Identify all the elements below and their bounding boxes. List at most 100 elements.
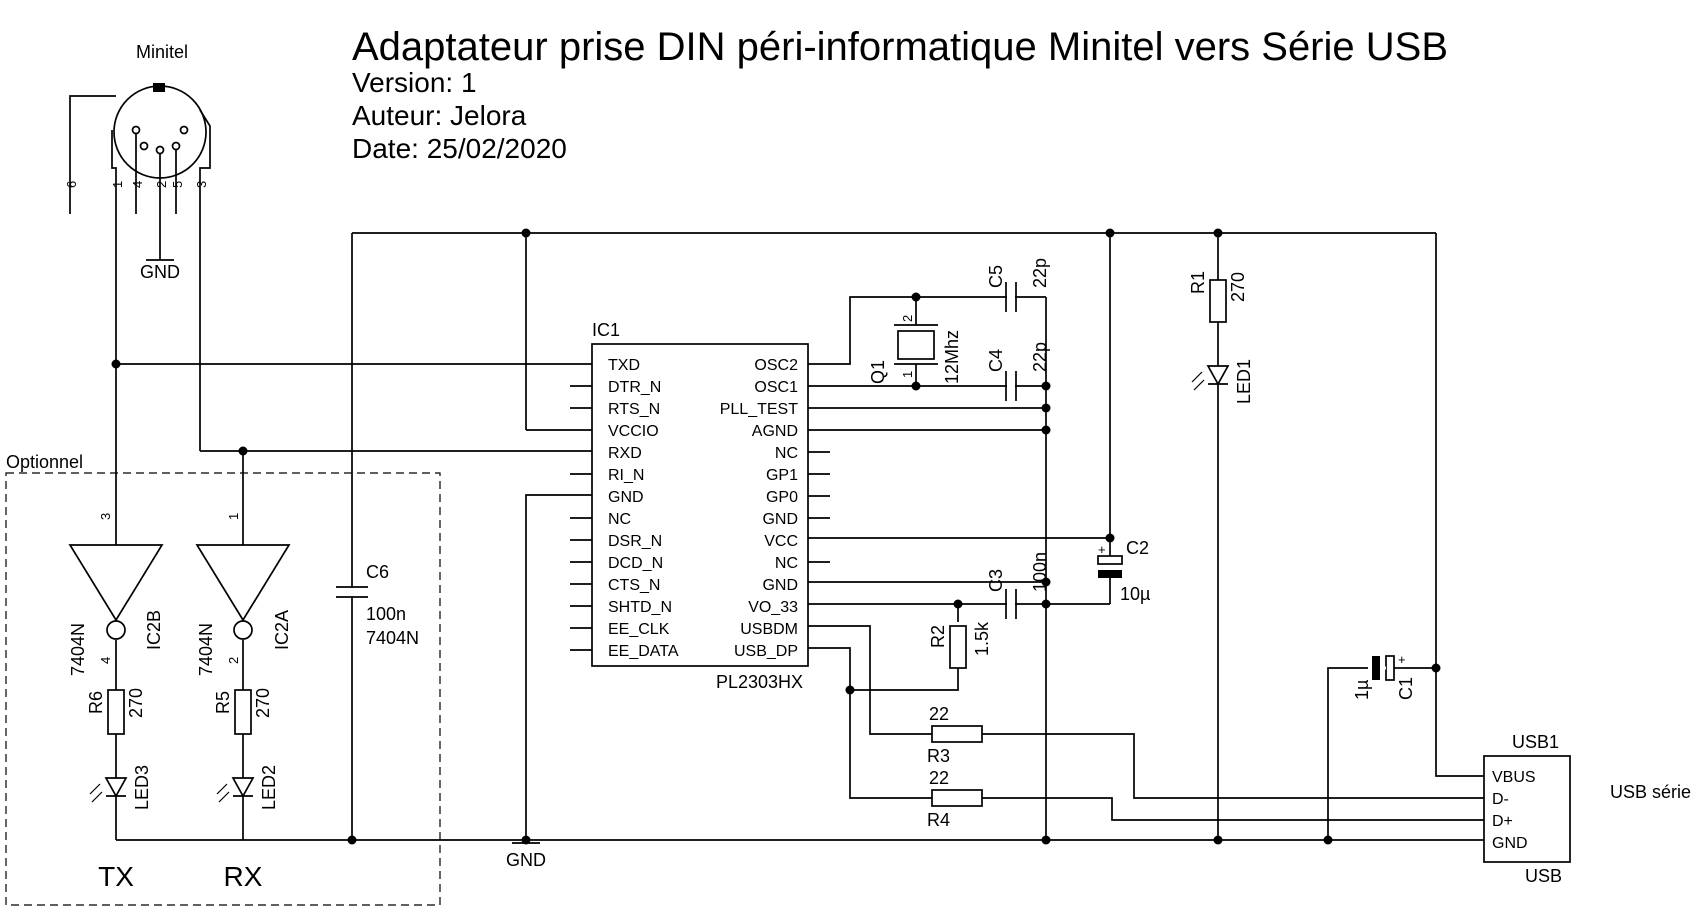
inverter-ic2b: 3 4 7404N IC2B <box>68 513 164 676</box>
junction-dot <box>1323 835 1333 845</box>
c1-plus: + <box>1398 652 1406 667</box>
r6-value: 270 <box>126 688 146 718</box>
ic1-pin-label: VCCIO <box>608 423 659 440</box>
ic2b-ref: IC2B <box>144 610 164 650</box>
ic1-part: PL2303HX <box>716 672 803 692</box>
osc2-wire <box>808 296 1046 365</box>
rx-label: RX <box>224 861 263 892</box>
resistor-r5: R5 270 <box>213 688 273 735</box>
c1-value: 1µ <box>1352 680 1372 700</box>
gnd-bottom-label: GND <box>506 850 546 870</box>
c4-value: 22p <box>1030 342 1050 372</box>
ic1-pin-label: RTS_N <box>608 401 660 418</box>
junction-dot <box>1041 403 1051 413</box>
ic1-left-pins: TXDDTR_NRTS_NVCCIORXDRI_NGNDNCDSR_NDCD_N… <box>570 357 679 660</box>
capacitor-c6: C6 100n 7404N <box>336 562 419 648</box>
ic2a-ref: IC2A <box>272 610 292 650</box>
optional-region: Optionnel <box>5 452 441 906</box>
led3-ray <box>89 783 101 795</box>
din-pin-number: 4 <box>130 181 145 188</box>
c6-value: 100n <box>366 604 406 624</box>
tx-label: TX <box>98 861 134 892</box>
led2-ref: LED2 <box>259 765 279 810</box>
r2-ref: R2 <box>928 625 948 648</box>
din-pin-3-lead <box>199 109 211 214</box>
c3-ref: C3 <box>986 569 1006 592</box>
din-pin-number: 2 <box>154 181 169 188</box>
r4-ref: R4 <box>927 810 950 830</box>
din-pin-number: 5 <box>170 181 185 188</box>
ic2b-triangle <box>68 544 164 622</box>
junction-dot <box>347 835 357 845</box>
wires <box>115 214 1484 844</box>
ic2a-bubble <box>233 620 253 640</box>
resistor-r2: R2 1.5k <box>928 621 992 669</box>
ic2a-part: 7404N <box>196 623 216 676</box>
din-pin-number: 1 <box>110 181 125 188</box>
optional-label: Optionnel <box>6 452 83 472</box>
ic1-right-pins: OSC2OSC1PLL_TESTAGNDNCGP1GP0GNDVCCNCGNDV… <box>720 357 830 660</box>
ic1-pin-label: EE_DATA <box>608 643 679 660</box>
minitel-din-connector: Minitel 6 1 4 2 5 3 GND <box>64 42 211 282</box>
r4-body <box>931 789 983 807</box>
junction-dot <box>1105 533 1115 543</box>
ic1-pin-label: NC <box>775 445 798 462</box>
r3-ref: R3 <box>927 746 950 766</box>
din-pin-hole <box>155 145 165 155</box>
c5-gap <box>1007 294 1015 300</box>
led-led3: LED3 <box>89 765 152 810</box>
q1-pin2: 2 <box>900 315 915 322</box>
version-text: Version: 1 <box>352 67 477 98</box>
resistor-r6: R6 270 <box>86 688 146 735</box>
junction-dot <box>953 599 963 609</box>
q1-pin1: 1 <box>900 371 915 378</box>
ic1-pin-label: CTS_N <box>608 577 660 594</box>
resistor-r1: R1 270 <box>1188 271 1248 323</box>
usb1-connector: USB1 VBUS D- D+ GND USB USB série <box>1483 732 1691 886</box>
din-pin-hole <box>131 125 141 135</box>
usb-caption: USB série <box>1610 782 1691 802</box>
usb1-pin-label: GND <box>1492 835 1528 852</box>
junction-dots <box>111 228 1441 845</box>
usbdm-wire <box>808 625 932 735</box>
dminus-wire <box>982 733 1484 799</box>
usb1-pin-label: D- <box>1492 791 1509 808</box>
junction-dot <box>111 359 121 369</box>
junction-dot <box>1213 835 1223 845</box>
capacitor-c4: C4 22p <box>986 342 1050 401</box>
c1-ref: C1 <box>1396 677 1416 700</box>
resistor-r3: 22 R3 <box>927 704 983 766</box>
ic1-body <box>591 343 809 667</box>
ic1-pin-label: OSC1 <box>754 379 798 396</box>
c6-ref: C6 <box>366 562 389 582</box>
c3-value: 100n <box>1030 552 1050 592</box>
ic1-pin-label: PLL_TEST <box>720 401 798 418</box>
led-led2: LED2 <box>216 765 279 810</box>
capacitor-c2: + C2 10µ <box>1097 538 1150 604</box>
usb1-pin-label: VBUS <box>1492 769 1536 786</box>
r1-value: 270 <box>1228 272 1248 302</box>
ic1-pin-label: DCD_N <box>608 555 663 572</box>
din-pin-6-lead <box>69 95 116 214</box>
capacitor-c5: C5 22p <box>986 258 1050 312</box>
junction-dot <box>911 292 921 302</box>
din-key <box>153 83 165 92</box>
ic1-pin-label: USB_DP <box>734 643 798 660</box>
c2-plate-positive <box>1097 555 1123 565</box>
ic1-pin-label: VCC <box>764 533 798 550</box>
ic2b-pin-out: 4 <box>98 657 113 664</box>
c6-gap <box>350 588 356 596</box>
din-pin-1-lead <box>111 130 117 214</box>
led1-ref: LED1 <box>1234 359 1254 404</box>
r5-ref: R5 <box>213 691 233 714</box>
ic1-pin-label: GND <box>762 511 798 528</box>
c3-gap <box>1007 601 1015 607</box>
c1-plate-positive <box>1385 655 1395 681</box>
date-text: Date: 25/02/2020 <box>352 133 567 164</box>
usb1-pin-label: D+ <box>1492 813 1513 830</box>
r1-ref: R1 <box>1188 271 1208 294</box>
junction-dot <box>1041 425 1051 435</box>
junction-dot <box>1041 835 1051 845</box>
din-pin-hole <box>171 141 181 151</box>
